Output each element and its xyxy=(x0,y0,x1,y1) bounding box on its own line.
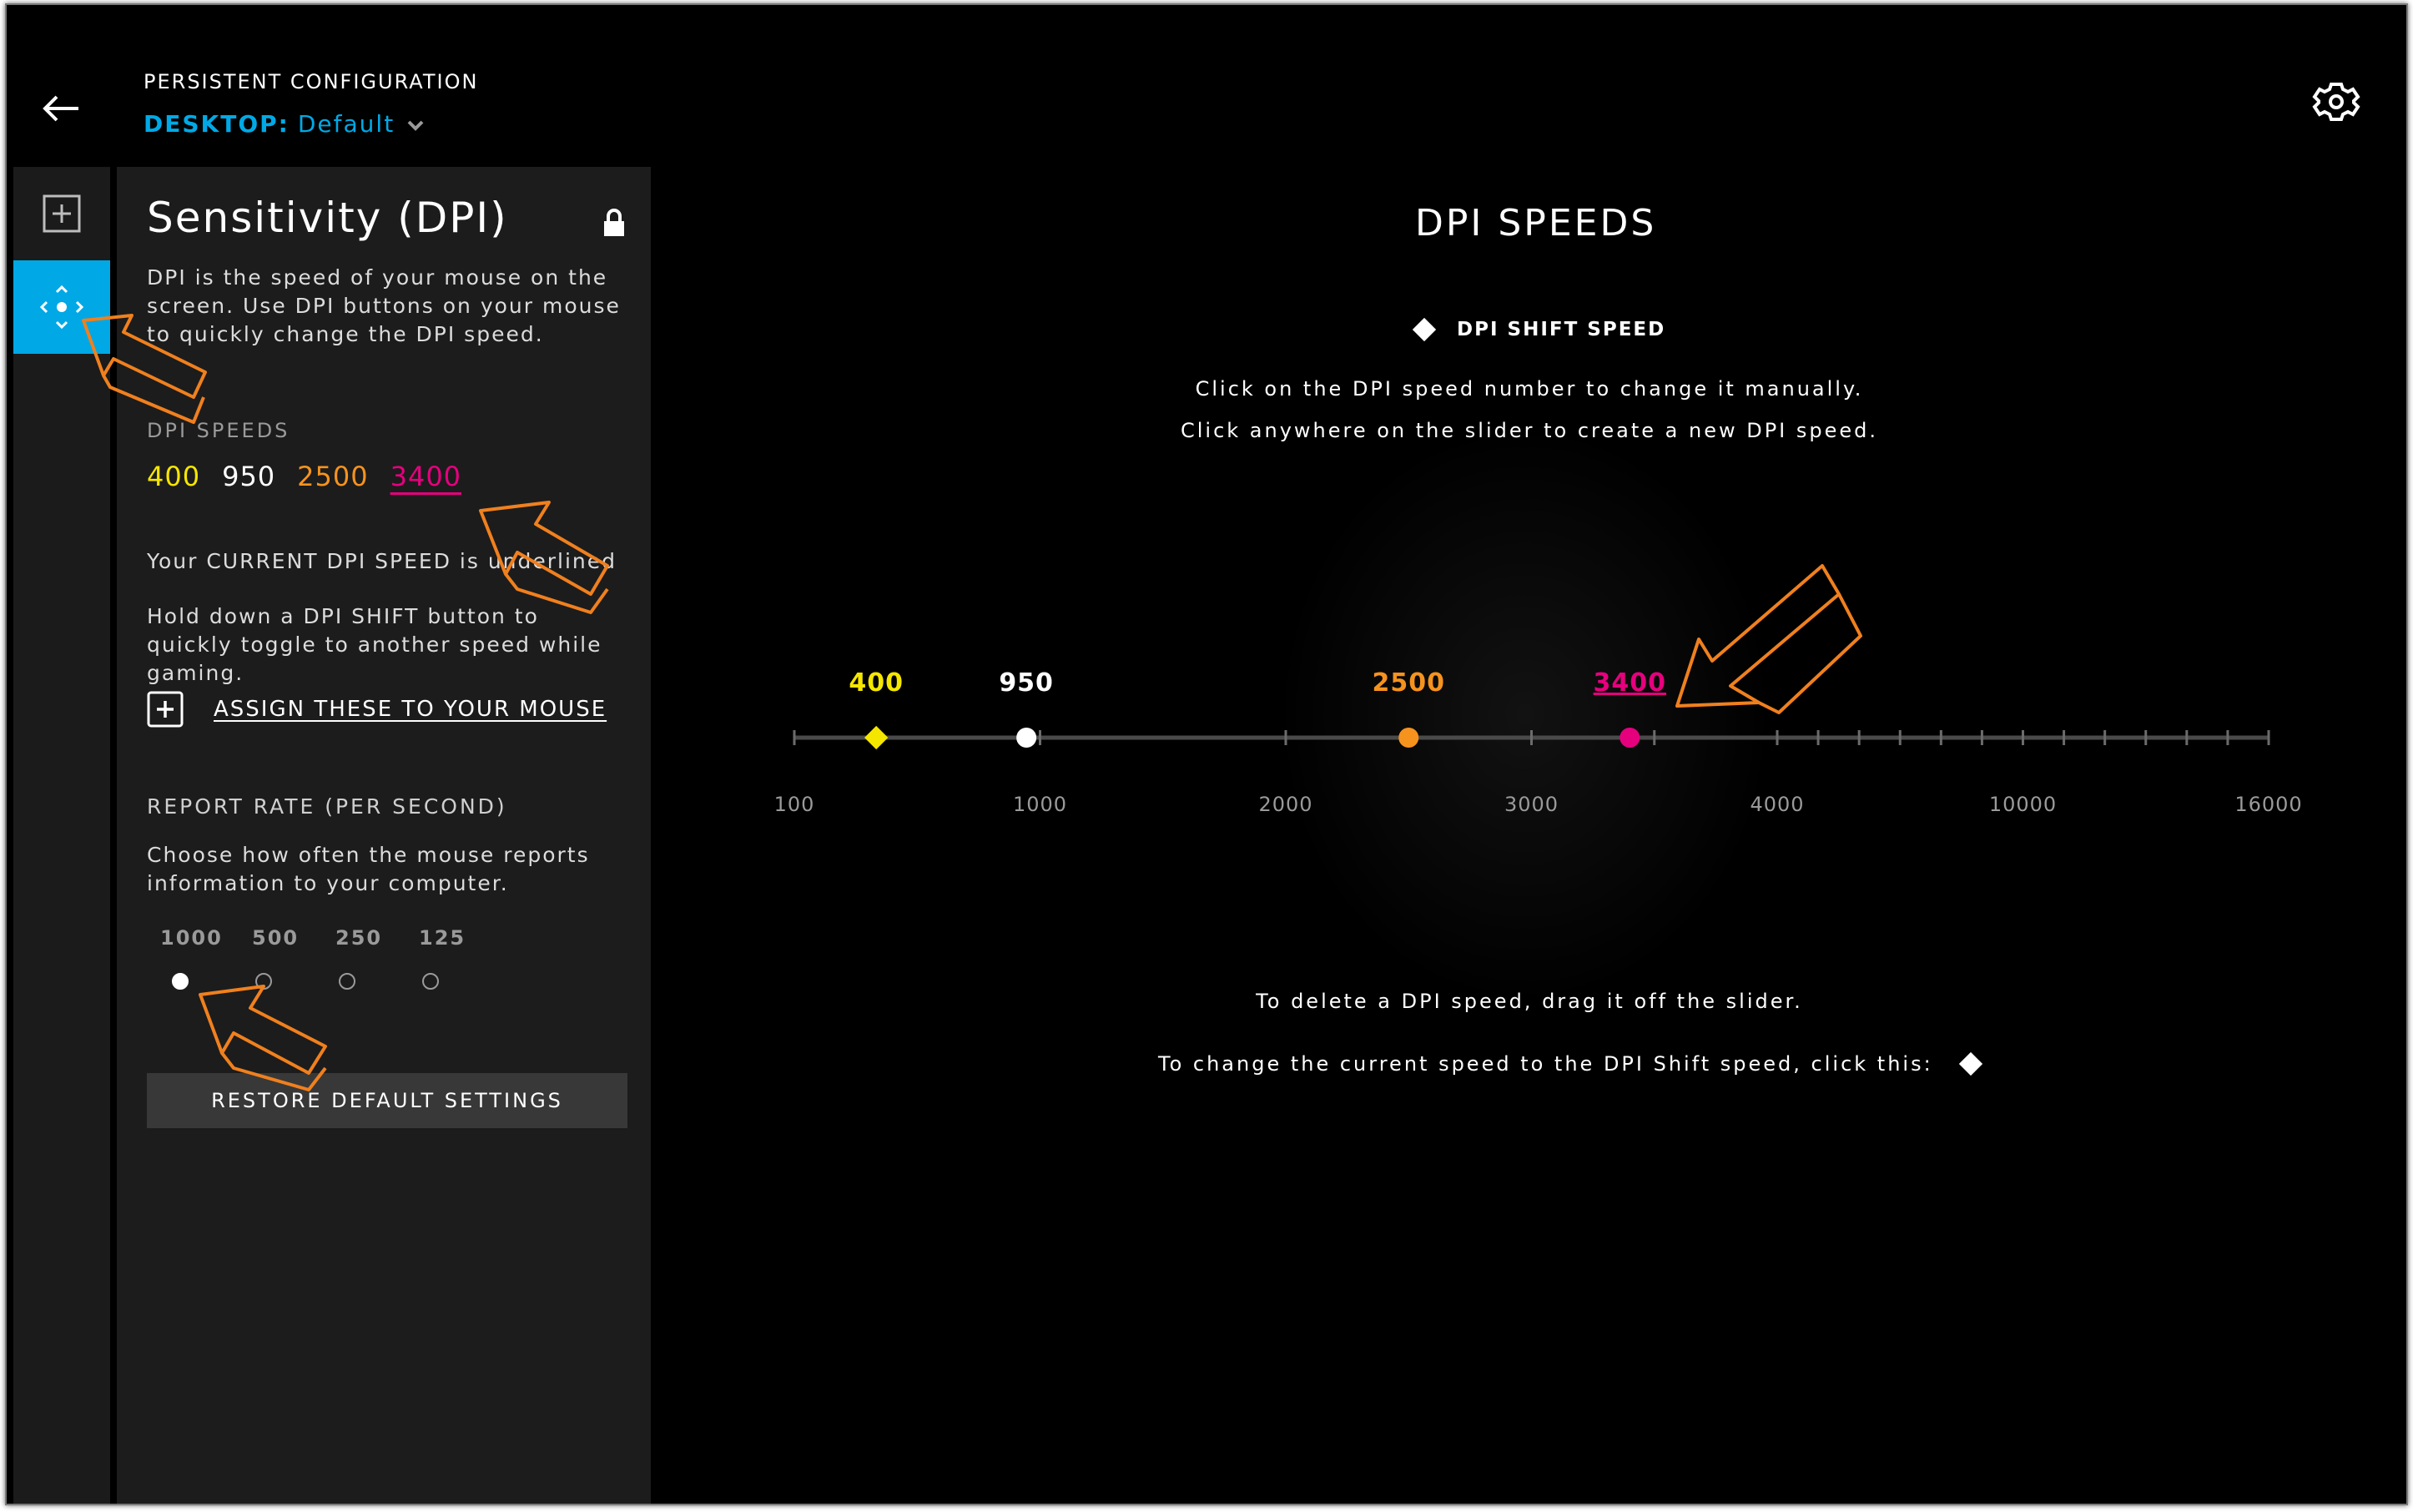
left-rail xyxy=(13,167,110,1504)
slider-axis-label: 3000 xyxy=(1504,793,1559,816)
move-icon[interactable] xyxy=(13,260,110,354)
slider-point-handle[interactable] xyxy=(864,725,889,750)
slider-axis-label: 1000 xyxy=(1013,793,1067,816)
dpi-speed-value[interactable]: 950 xyxy=(222,461,276,492)
dpi-speed-value[interactable]: 3400 xyxy=(390,461,462,492)
report-rate-option-label: 1000 xyxy=(160,926,223,950)
panel-title: Sensitivity (DPI) xyxy=(147,194,508,242)
diamond-icon xyxy=(1412,317,1437,342)
slider-point-label[interactable]: 400 xyxy=(849,668,904,698)
header-subtitle: PERSISTENT CONFIGURATION xyxy=(144,70,479,93)
dpi-speed-value[interactable]: 2500 xyxy=(297,461,369,492)
assign-to-mouse-button[interactable]: ASSIGN THESE TO YOUR MOUSE xyxy=(147,691,607,728)
instruction-delete: To delete a DPI speed, drag it off the s… xyxy=(1256,990,1803,1013)
slider-point-handle[interactable] xyxy=(1016,728,1037,748)
app-window: PERSISTENT CONFIGURATION DESKTOP: Defaul… xyxy=(5,3,2408,1505)
dpi-shift-legend-label: DPI SHIFT SPEED xyxy=(1457,319,1666,340)
dpi-shift-legend: DPI SHIFT SPEED xyxy=(1410,315,1665,344)
restore-defaults-button[interactable]: RESTORE DEFAULT SETTINGS xyxy=(147,1073,627,1128)
panel-description: DPI is the speed of your mouse on the sc… xyxy=(147,265,621,346)
profile-value: Default xyxy=(297,110,395,138)
background-glow xyxy=(1275,422,1776,1006)
slider-axis-label: 2000 xyxy=(1258,793,1312,816)
report-rate-label: REPORT RATE (PER SECOND) xyxy=(147,794,507,819)
current-dpi-note: Your CURRENT DPI SPEED is underlined xyxy=(147,549,617,573)
sensitivity-panel: Sensitivity (DPI) DPI is the speed of yo… xyxy=(117,167,651,1504)
profile-dropdown[interactable]: DESKTOP: Default xyxy=(144,110,425,138)
profile-key: DESKTOP: xyxy=(144,110,290,138)
slider-point-label[interactable]: 950 xyxy=(999,668,1054,698)
instruction-shift: To change the current speed to the DPI S… xyxy=(1158,1050,1985,1078)
slider-axis-label: 4000 xyxy=(1750,793,1804,816)
slider-point-label[interactable]: 3400 xyxy=(1594,668,1667,698)
add-box-icon xyxy=(147,691,184,728)
report-rate-radio[interactable] xyxy=(255,973,272,990)
diamond-icon[interactable] xyxy=(1957,1050,1985,1078)
chevron-down-icon xyxy=(406,113,425,136)
report-rate-option-label: 125 xyxy=(419,926,466,950)
slider-axis-label: 10000 xyxy=(1989,793,2057,816)
main-title: DPI SPEEDS xyxy=(1415,202,1657,244)
gear-icon[interactable] xyxy=(2311,77,2361,127)
report-rate-option-label: 500 xyxy=(252,926,300,950)
instruction-edit: Click on the DPI speed number to change … xyxy=(1195,377,1864,401)
dpi-speeds-label: DPI SPEEDS xyxy=(147,419,290,442)
dpi-speed-value[interactable]: 400 xyxy=(147,461,201,492)
dpi-slider[interactable]: 100 1000 2000 3000 4000 10000 16000 400 950 2500 3… xyxy=(741,648,2376,839)
dpi-speed-list: 400 950 2500 3400 xyxy=(147,461,461,492)
report-rate-option-label: 250 xyxy=(335,926,383,950)
lock-icon xyxy=(602,209,626,237)
assign-label: ASSIGN THESE TO YOUR MOUSE xyxy=(214,697,607,722)
slider-point-label[interactable]: 2500 xyxy=(1373,668,1446,698)
slider-axis-label: 16000 xyxy=(2234,793,2302,816)
instruction-shift-text: To change the current speed to the DPI S… xyxy=(1158,1052,1933,1076)
report-rate-radio[interactable] xyxy=(339,973,355,990)
report-rate-radio[interactable] xyxy=(172,973,189,990)
report-rate-description: Choose how often the mouse reports infor… xyxy=(147,843,590,895)
slider-axis-label: 100 xyxy=(774,793,815,816)
back-arrow-icon[interactable] xyxy=(37,83,87,134)
instruction-create: Click anywhere on the slider to create a… xyxy=(1180,419,1879,442)
add-icon[interactable] xyxy=(13,167,110,260)
report-rate-radio[interactable] xyxy=(422,973,439,990)
slider-point-handle[interactable] xyxy=(1398,728,1419,748)
dpi-shift-note: Hold down a DPI SHIFT button to quickly … xyxy=(147,604,602,685)
slider-point-handle[interactable] xyxy=(1620,728,1640,748)
